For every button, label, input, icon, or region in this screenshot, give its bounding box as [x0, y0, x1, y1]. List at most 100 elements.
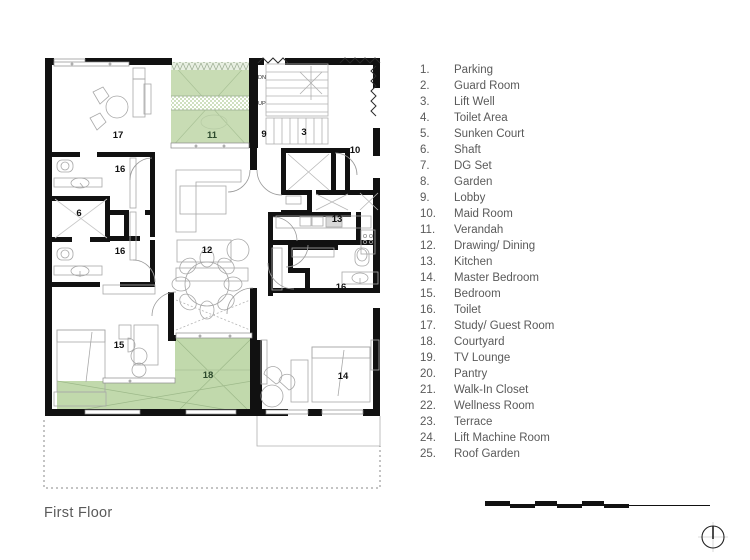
room-number-marker: 13	[332, 214, 343, 225]
stair-up-label: UP	[258, 101, 266, 107]
legend-item-number: 4.	[420, 112, 430, 124]
zigzag-edge	[257, 57, 381, 117]
legend-item: 3. Lift Well	[420, 94, 720, 110]
legend-item-label: Lobby	[454, 192, 486, 204]
room-number-marker: 16	[115, 246, 126, 257]
legend-item-label: Roof Garden	[454, 448, 520, 460]
legend-item: 24. Lift Machine Room	[420, 430, 720, 446]
room-number-marker: 17	[113, 130, 124, 141]
legend-item: 18. Courtyard	[420, 334, 720, 350]
legend-item: 9. Lobby	[420, 190, 720, 206]
room-number-marker: 9	[261, 129, 266, 140]
legend-item-number: 19.	[420, 352, 436, 364]
legend-item: 21. Walk-In Closet	[420, 382, 720, 398]
legend-item-label: Toilet	[454, 304, 481, 316]
scale-bar-segment	[582, 501, 604, 505]
legend-item-label: Wellness Room	[454, 400, 535, 412]
legend-item-label: DG Set	[454, 160, 492, 172]
legend-item: 16. Toilet	[420, 302, 720, 318]
terrace-outline	[256, 416, 381, 447]
legend-item: 7.DG Set	[420, 158, 720, 174]
scale-bar-segment	[510, 504, 535, 508]
legend-item-label: Bedroom	[454, 288, 501, 300]
legend-item: 8. Garden	[420, 174, 720, 190]
scale-bar-segment	[535, 501, 557, 505]
legend-item-number: 3.	[420, 96, 430, 108]
legend-item: 14. Master Bedroom	[420, 270, 720, 286]
legend-item: 2. Guard Room	[420, 78, 720, 94]
legend-item-label: Lift Machine Room	[454, 432, 550, 444]
legend-item-number: 9.	[420, 192, 430, 204]
page-title: First Floor	[44, 505, 113, 521]
legend-item-number: 6.	[420, 144, 430, 156]
legend-item-label: Lift Well	[454, 96, 495, 108]
legend-item: 12. Drawing/ Dining	[420, 238, 720, 254]
legend-item: 5. Sunken Court	[420, 126, 720, 142]
legend-item-label: Sunken Court	[454, 128, 525, 140]
legend-item-label: Drawing/ Dining	[454, 240, 536, 252]
legend-item: 6.Shaft	[420, 142, 720, 158]
legend-item-number: 10.	[420, 208, 436, 220]
legend-item-number: 2.	[420, 80, 430, 92]
legend-item-number: 16.	[420, 304, 436, 316]
legend-item-label: Parking	[454, 64, 493, 76]
scale-bar-segment	[604, 504, 629, 508]
legend-item-label: Walk-In Closet	[454, 384, 529, 396]
legend-item-label: Pantry	[454, 368, 488, 380]
room-number-marker: 12	[202, 245, 213, 256]
legend-item-label: Courtyard	[454, 336, 505, 348]
legend-item-number: 22.	[420, 400, 436, 412]
legend-item-number: 15.	[420, 288, 436, 300]
room-number-marker: 10	[350, 145, 361, 156]
furniture-linework	[53, 63, 380, 408]
north-arrow	[696, 520, 730, 554]
courtyard-fill	[56, 337, 253, 415]
legend-item-number: 17.	[420, 320, 436, 332]
legend-item: 22. Wellness Room	[420, 398, 720, 414]
legend-item-number: 5.	[420, 128, 430, 140]
room-number-marker: 6	[76, 208, 81, 219]
scale-bar-segment	[485, 501, 510, 505]
legend-item: 11.Verandah	[420, 222, 720, 238]
legend-item: 19. TV Lounge	[420, 350, 720, 366]
legend-item-number: 25.	[420, 448, 436, 460]
legend-item: 20. Pantry	[420, 366, 720, 382]
legend-item: 25. Roof Garden	[420, 446, 720, 462]
legend-item-number: 23.	[420, 416, 436, 428]
room-number-marker: 15	[114, 340, 125, 351]
legend-item-number: 1.	[420, 64, 430, 76]
legend-item: 13.Kitchen	[420, 254, 720, 270]
legend-item-number: 8.	[420, 176, 430, 188]
legend-item: 23.Terrace	[420, 414, 720, 430]
room-number-marker: 16	[115, 164, 126, 175]
stair-down-label: DN	[258, 75, 266, 81]
verandah-fill	[170, 61, 250, 149]
legend-item-number: 21.	[420, 384, 436, 396]
legend-item: 4. Toilet Area	[420, 110, 720, 126]
legend-item: 10.Maid Room	[420, 206, 720, 222]
legend-item-number: 20.	[420, 368, 436, 380]
legend-item-number: 24.	[420, 432, 436, 444]
legend-item-label: Master Bedroom	[454, 272, 540, 284]
room-number-marker: 3	[301, 127, 306, 138]
legend-item-number: 18.	[420, 336, 436, 348]
room-number-marker: 16	[336, 282, 347, 293]
legend-item-label: Garden	[454, 176, 493, 188]
legend-item-number: 12.	[420, 240, 436, 252]
scale-bar	[485, 500, 710, 508]
room-legend: 1. Parking 2. Guard Room 3. Lift Well 4. Toilet…	[420, 62, 720, 462]
legend-item-label: Guard Room	[454, 80, 520, 92]
legend-item-label: Toilet Area	[454, 112, 508, 124]
scale-bar-segment	[557, 504, 582, 508]
legend-item-number: 14.	[420, 272, 436, 284]
legend-item-label: Kitchen	[454, 256, 493, 268]
legend-item: 17. Study/ Guest Room	[420, 318, 720, 334]
legend-item-label: Study/ Guest Room	[454, 320, 555, 332]
legend-item-label: TV Lounge	[454, 352, 511, 364]
legend-item-number: 11.	[420, 224, 436, 236]
legend-item: 15. Bedroom	[420, 286, 720, 302]
scale-bar-rule	[485, 505, 710, 506]
door-swings	[129, 152, 358, 317]
